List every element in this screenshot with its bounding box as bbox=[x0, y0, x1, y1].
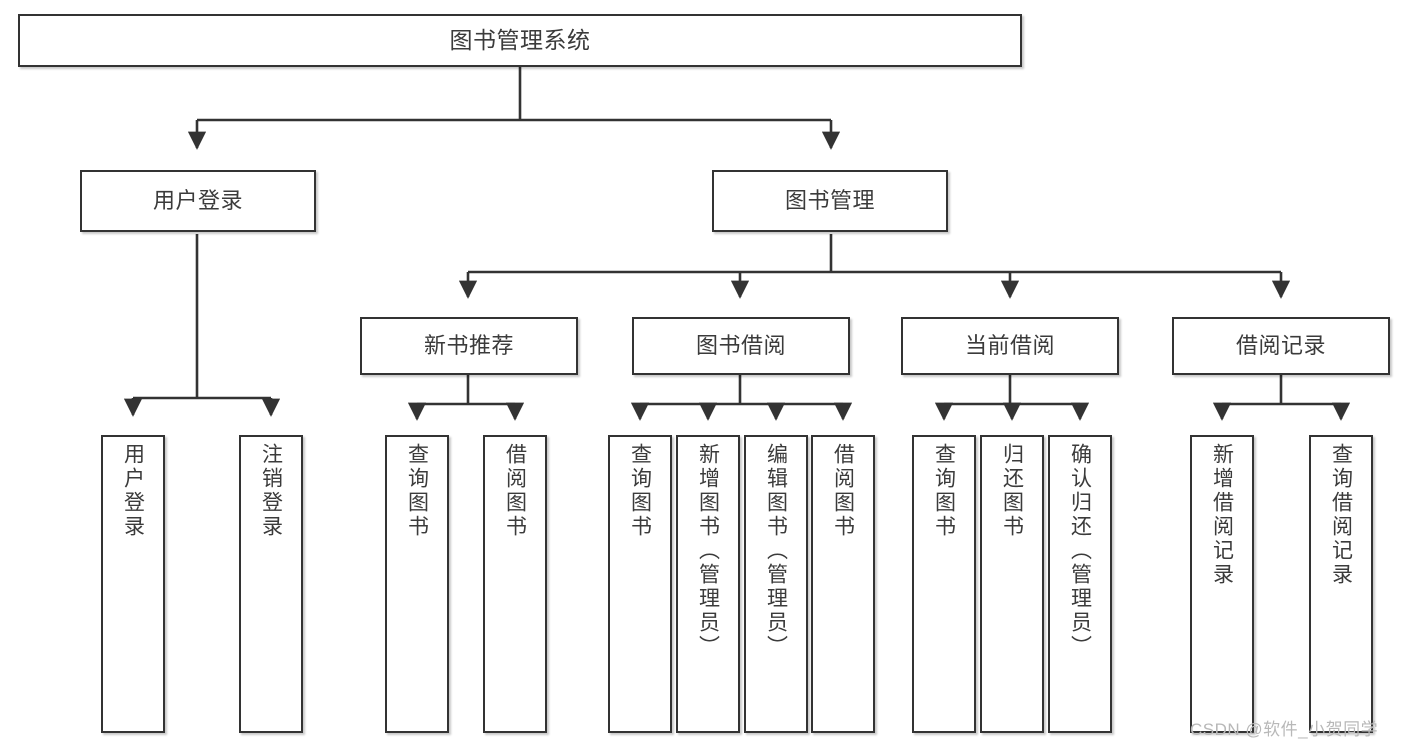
node-root[interactable]: 图书管理系统 bbox=[18, 14, 1022, 67]
leaf-add-book[interactable]: 新增图书（管理员） bbox=[676, 435, 740, 733]
leaf-confirm-return[interactable]: 确认归还（管理员） bbox=[1048, 435, 1112, 733]
leaf-add-borrow-record[interactable]: 新增借阅记录 bbox=[1190, 435, 1254, 733]
node-new-book-recommend-label: 新书推荐 bbox=[423, 332, 514, 358]
leaf-return-book[interactable]: 归还图书 bbox=[980, 435, 1044, 733]
leaf-user-login[interactable]: 用户登录 bbox=[101, 435, 165, 733]
leaf-query-book-2[interactable]: 查询图书 bbox=[608, 435, 672, 733]
node-borrow-record-label: 借阅记录 bbox=[1235, 332, 1326, 358]
leaf-edit-book-label: 编辑图书（管理员） bbox=[764, 443, 788, 659]
node-book-management-label: 图书管理 bbox=[784, 187, 875, 213]
leaf-logout[interactable]: 注销登录 bbox=[239, 435, 303, 733]
leaf-confirm-return-label: 确认归还（管理员） bbox=[1068, 443, 1092, 659]
node-current-borrow[interactable]: 当前借阅 bbox=[901, 317, 1119, 375]
node-new-book-recommend[interactable]: 新书推荐 bbox=[360, 317, 578, 375]
leaf-query-book-2-label: 查询图书 bbox=[628, 443, 652, 539]
leaf-query-book-3[interactable]: 查询图书 bbox=[912, 435, 976, 733]
node-book-management[interactable]: 图书管理 bbox=[712, 170, 948, 232]
node-current-borrow-label: 当前借阅 bbox=[964, 332, 1055, 358]
node-book-borrow-label: 图书借阅 bbox=[695, 332, 786, 358]
leaf-add-book-label: 新增图书（管理员） bbox=[696, 443, 720, 659]
node-user-login[interactable]: 用户登录 bbox=[80, 170, 316, 232]
node-user-login-label: 用户登录 bbox=[152, 187, 243, 213]
leaf-query-borrow-record[interactable]: 查询借阅记录 bbox=[1309, 435, 1373, 733]
leaf-borrow-book-1-label: 借阅图书 bbox=[503, 443, 527, 539]
leaf-query-borrow-record-label: 查询借阅记录 bbox=[1329, 443, 1353, 587]
leaf-query-book-3-label: 查询图书 bbox=[932, 443, 956, 539]
node-borrow-record[interactable]: 借阅记录 bbox=[1172, 317, 1390, 375]
leaf-edit-book[interactable]: 编辑图书（管理员） bbox=[744, 435, 808, 733]
leaf-query-book-1[interactable]: 查询图书 bbox=[385, 435, 449, 733]
node-root-label: 图书管理系统 bbox=[449, 26, 591, 53]
leaf-return-book-label: 归还图书 bbox=[1000, 443, 1024, 539]
leaf-borrow-book-1[interactable]: 借阅图书 bbox=[483, 435, 547, 733]
leaf-borrow-book-2-label: 借阅图书 bbox=[831, 443, 855, 539]
leaf-user-login-label: 用户登录 bbox=[121, 443, 145, 539]
leaf-borrow-book-2[interactable]: 借阅图书 bbox=[811, 435, 875, 733]
leaf-add-borrow-record-label: 新增借阅记录 bbox=[1210, 443, 1234, 587]
leaf-logout-label: 注销登录 bbox=[259, 443, 283, 539]
leaf-query-book-1-label: 查询图书 bbox=[405, 443, 429, 539]
csdn-watermark: CSDN @软件_小贺同学 bbox=[1190, 720, 1379, 739]
node-book-borrow[interactable]: 图书借阅 bbox=[632, 317, 850, 375]
